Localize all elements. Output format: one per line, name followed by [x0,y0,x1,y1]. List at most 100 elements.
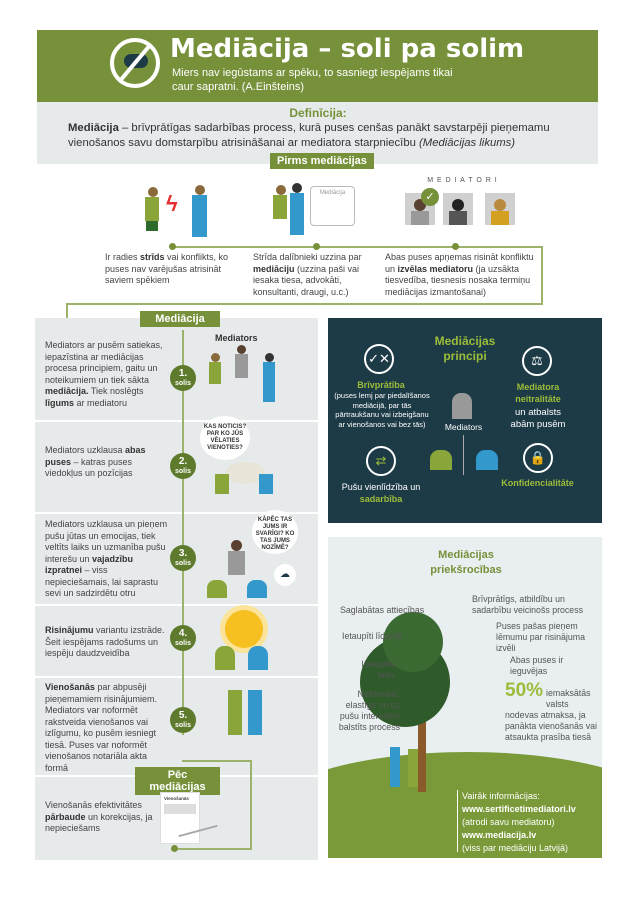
step-line [250,760,252,850]
lock-icon: 🔒 [523,443,553,473]
learn-mediation-illustration: Mediācija [270,183,370,245]
document-label: Vienošanās [164,796,189,801]
tree-crown [383,612,443,672]
handshake-person-blue [248,690,262,735]
before-step-2: Strīda dalībnieki uzzina par mediāciju (… [253,252,362,297]
mediator-label: Mediators [215,333,258,343]
end-dot [171,845,178,852]
table-illustration [215,462,275,502]
before-mediation-tag: Pirms mediācijas [270,153,374,169]
more-info: Vairāk informācijas: www.sertificetimedi… [462,790,576,855]
timeline-line [66,303,543,305]
benefit-left-3: Ietaupīts laiks [361,659,395,680]
definition-heading: Definīcija: [289,106,347,120]
handshake-person-green [228,690,242,735]
timeline-line [172,246,542,248]
principle-voluntary-title: Brīvprātība [357,380,405,390]
mediation-step-1-text: Mediators ar pusēm satiekas, iepazīstina… [45,340,163,408]
mediator-center-label: Mediators [444,422,483,432]
step-1-badge: 1.solis [170,365,196,391]
mediator-portrait-2 [443,193,473,225]
party-blue-avatar [476,450,498,470]
timeline-dot [452,243,459,250]
divider [35,676,318,678]
definition-term: Mediācija [68,122,119,134]
mediators-label: M E D I A T O R I [427,177,498,184]
step-line [182,330,184,735]
speech-bubble: KAS NOTICIS? PAR KO JŪS VĒLATIES VIENOTI… [200,416,250,460]
step-4-badge: 4.solis [170,625,196,651]
definition-source: (Mediācijas likums) [419,137,516,149]
quote: Miers nav iegūstams ar spēku, to sasnieg… [172,67,453,93]
mediation-card: Mediācija [310,186,355,226]
mediation-step-5-text: Vienošanās par abpusēji pieņemamiem risi… [45,682,158,773]
link2-note: (viss par mediāciju Latvijā) [462,843,569,853]
definition-body: – brīvprātīgas sadarbības process, kurā … [68,122,550,149]
mediator-avatar [452,393,472,419]
before-step-1: Ir radies strīds vai konflikts, ko puses… [105,252,229,285]
benefit-left-2: Ietaupīti līdzekļi [342,631,403,641]
before-step-3: Abas puses apņemas risināt konfliktu un … [385,252,534,297]
speech-bubble: KĀPĒC TAS JUMS IR SVARĪGI? KO TAS JUMS N… [252,510,298,554]
refund-text: iemaksātās valsts nodevas atmaksa, ja pa… [505,688,597,742]
mediator-portrait-1 [405,193,435,225]
benefit-left-1: Saglabātas attiecības [340,605,425,615]
principle-neutrality-title: Mediatora neitralitāte [515,382,561,404]
no-storm-icon [110,38,160,88]
principle-equality: Pušu vienlīdzība un sadarbība [341,482,421,504]
meeting-illustration [205,345,285,410]
after-step-text: Vienošanās efektivitātes pārbaude un kor… [45,800,153,833]
step-line [178,848,252,850]
person-green [215,646,235,670]
benefit-right-3: Abas puses ir ieguvējas [510,655,564,676]
party-green-avatar [430,450,452,470]
storm-cloud-icon: ☁ [274,564,296,586]
divider [457,790,458,852]
mediation-step-4-text: Risinājumu variantu izstrāde. Šeit iespē… [45,625,165,658]
step-2-badge: 2.solis [170,453,196,479]
person-blue [390,747,400,787]
exchange-arrows-icon: ⇄ [366,446,396,476]
mediation-step-2-text: Mediators uzklausa abas puses – katras p… [45,445,146,478]
principle-neutrality-text: un atbalsts abām pusēm [510,407,566,430]
mediation-step-3-text: Mediators uzklausa un pieņem pušu jūtas … [45,519,168,598]
tree-trunk [418,717,426,792]
mediation-tag: Mediācija [140,311,220,327]
principles-title: Mediācijas principi [434,334,496,363]
mediator-portrait-3 [485,193,515,225]
timeline-line [541,246,543,304]
definition-text: Mediācija – brīvprātīgas sadarbības proc… [68,121,588,151]
divider [35,604,318,606]
step-3-badge: 3.solis [170,545,196,571]
benefits-panel [328,537,602,858]
link1-note: (atrodi savu mediatoru) [462,817,555,827]
timeline-dot [169,243,176,250]
check-cross-icon: ✓✕ [364,344,394,374]
divider [35,420,318,422]
sun-icon [225,610,263,648]
refund-block: 50% iemaksātās valsts nodevas atmaksa, j… [505,680,600,743]
principle-voluntary-text: (puses lemj par piedalīšanos mediācijā, … [334,391,430,429]
benefit-right-1: Brīvprātīgs, atbildību un sadarbību veic… [472,594,583,615]
benefit-right-2: Puses pašas pieņem lēmumu par risinājuma… [496,621,585,653]
link-sertificetimediatori[interactable]: www.sertificetimediatori.lv [462,804,576,814]
more-info-label: Vairāk informācijas: [462,791,540,801]
person-blue [248,646,268,670]
hill [328,752,602,858]
step-line [182,760,252,762]
person-green [408,749,418,787]
lightning-icon: ϟ [166,191,178,216]
listening-illustration [205,540,275,600]
page-title: Mediācija – soli pa solim [170,34,525,64]
link-mediacija[interactable]: www.mediacija.lv [462,830,537,840]
refund-percent: 50% [505,680,544,701]
benefits-title: Mediācijas priekšrocības [430,549,502,576]
divider [463,435,464,475]
check-icon: ✓ [421,188,439,206]
benefit-left-4: Neformāls, elastīgs un uz pušu interesēm… [338,689,400,732]
timeline-dot [313,243,320,250]
after-mediation-tag: Pēc mediācijas [135,767,220,795]
conflict-illustration: ϟ [140,185,230,245]
principle-confidentiality: Konfidencialitāte [501,478,574,488]
divider [35,512,318,514]
